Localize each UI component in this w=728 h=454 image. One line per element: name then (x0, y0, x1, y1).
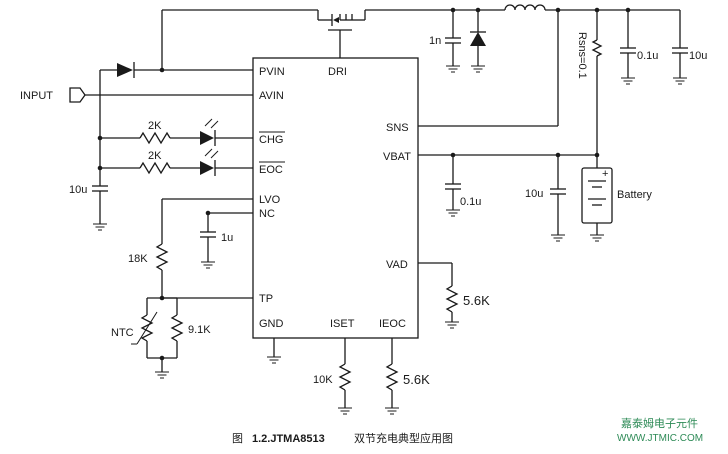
resistor-iset: 10K (313, 363, 352, 391)
pin-ieoc-label: IEOC (379, 318, 406, 330)
capacitor-input-value: 10u (69, 184, 87, 196)
led-eoc (200, 148, 219, 176)
pin-tp-label: TP (259, 293, 273, 305)
pin-vbat-label: VBAT (383, 151, 411, 163)
input-port: INPUT (20, 87, 86, 103)
resistor-ieoc: 5.6K (385, 363, 430, 391)
pin-dri-label: DRI (328, 66, 347, 78)
capacitor-out-01u-value: 0.1u (637, 50, 658, 62)
capacitor-out-01u: 0.1u (620, 10, 658, 85)
resistor-vad: 5.6K (445, 285, 490, 313)
battery-label: Battery (617, 189, 652, 201)
resistor-sense: Rsns=0.1 (576, 10, 603, 155)
pin-vad-label: VAD (386, 259, 408, 271)
pin-nc-label: NC (259, 208, 275, 220)
capacitor-input: 10u (69, 184, 108, 231)
resistor-eoc-value: 2K (148, 150, 162, 162)
ic-body (252, 57, 419, 339)
resistor-ntc-bias-value: 18K (128, 253, 148, 265)
led-chg (200, 118, 219, 146)
pin-chg-label: CHG (259, 134, 283, 146)
inductor (504, 4, 546, 11)
capacitor-vbat-value: 0.1u (460, 196, 481, 208)
resistor-chg-value: 2K (148, 120, 162, 132)
ntc-label: NTC (111, 327, 134, 339)
caption-prefix: 图 (232, 432, 243, 445)
pin-lvo-label: LVO (259, 194, 281, 206)
resistor-sense-value: Rsns=0.1 (576, 32, 588, 79)
resistor-ieoc-value: 5.6K (403, 372, 430, 387)
resistor-tp-value: 9.1K (188, 324, 211, 336)
capacitor-vbat: 0.1u (445, 155, 481, 217)
resistor-eoc: 2K (139, 150, 171, 175)
battery-plus-icon: + (602, 168, 608, 180)
resistor-ntc-bias: 18K (128, 243, 169, 271)
pin-eoc-label: EOC (259, 164, 283, 176)
input-label: INPUT (20, 90, 53, 102)
capacitor-lvo-value: 1u (221, 232, 233, 244)
pmos-transistor (317, 10, 366, 58)
caption-title: 双节充电典型应用图 (354, 431, 453, 445)
figure-caption: 图 1.2.JTMA8513 双节充电典型应用图 (232, 431, 453, 445)
resistor-vad-value: 5.6K (463, 293, 490, 308)
capacitor-out-10u: 10u (672, 10, 707, 85)
watermark: 嘉泰姆电子元件 WWW.JTMIC.COM (617, 416, 703, 444)
capacitor-out-10u-value: 10u (689, 50, 707, 62)
battery: + Battery (581, 155, 652, 242)
pin-pvin-label: PVIN (259, 66, 285, 78)
capacitor-1n: 1n (429, 10, 461, 73)
watermark-line2: WWW.JTMIC.COM (617, 433, 703, 444)
resistor-iset-value: 10K (313, 374, 333, 386)
watermark-line1: 嘉泰姆电子元件 (621, 416, 698, 430)
schottky-diode (470, 10, 486, 73)
caption-number: 1.2.JTMA8513 (252, 433, 325, 445)
capacitor-battery-value: 10u (525, 188, 543, 200)
pin-sns-label: SNS (386, 122, 409, 134)
resistor-chg: 2K (139, 120, 171, 145)
capacitor-1n-value: 1n (429, 35, 441, 47)
pin-gnd-label: GND (259, 318, 284, 330)
ntc-thermistor: NTC (111, 311, 158, 345)
capacitor-battery: 10u (525, 155, 566, 242)
input-diode (117, 62, 135, 78)
pin-avin-label: AVIN (259, 90, 284, 102)
pin-iset-label: ISET (330, 318, 355, 330)
resistor-tp: 9.1K (170, 314, 211, 342)
capacitor-lvo: 1u (200, 213, 233, 269)
